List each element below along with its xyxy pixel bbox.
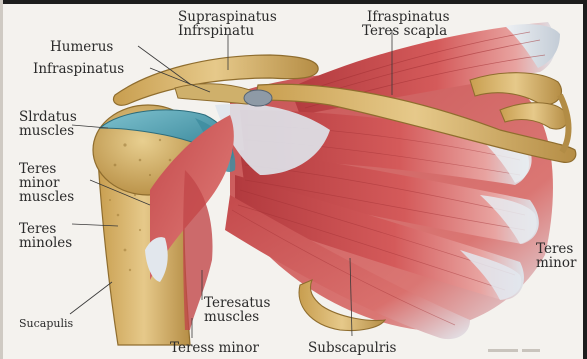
label-teres-muscles-1: muscles [19, 190, 74, 204]
label-teres-scapla: Teres scapla [362, 24, 447, 38]
acromion-tip [244, 90, 272, 106]
label-infraspinatus: Infraspinatus [33, 62, 124, 76]
label-sucapulis: Sucapulis [19, 318, 73, 330]
label-slrdatus-muscles: muscles [19, 124, 74, 138]
label-ifraspinatus: Ifraspinatus [367, 10, 450, 24]
label-infrspinatu: Infrspinatu [178, 24, 254, 38]
label-teress-minor: Teress minor [170, 341, 259, 355]
label-teres-minoles: minoles [19, 236, 72, 250]
leader-sucapulis [70, 282, 112, 314]
label-teres-2: Teres [19, 222, 56, 236]
label-humerus: Humerus [50, 40, 113, 54]
label-slrdatus: Slrdatus [19, 110, 77, 124]
label-teres-1: Teres [19, 162, 56, 176]
label-teresatus: Teresatus [204, 296, 270, 310]
label-subscapulris: Subscapulris [308, 341, 396, 355]
label-supraspinatus: Supraspinatus [178, 10, 277, 24]
label-teresatus-muscles: muscles [204, 310, 259, 324]
label-teres-minor-right: minor [536, 256, 576, 270]
label-teres-3: Teres [536, 242, 573, 256]
watermark-dots [488, 349, 540, 352]
label-teres-minor-1: minor [19, 176, 59, 190]
